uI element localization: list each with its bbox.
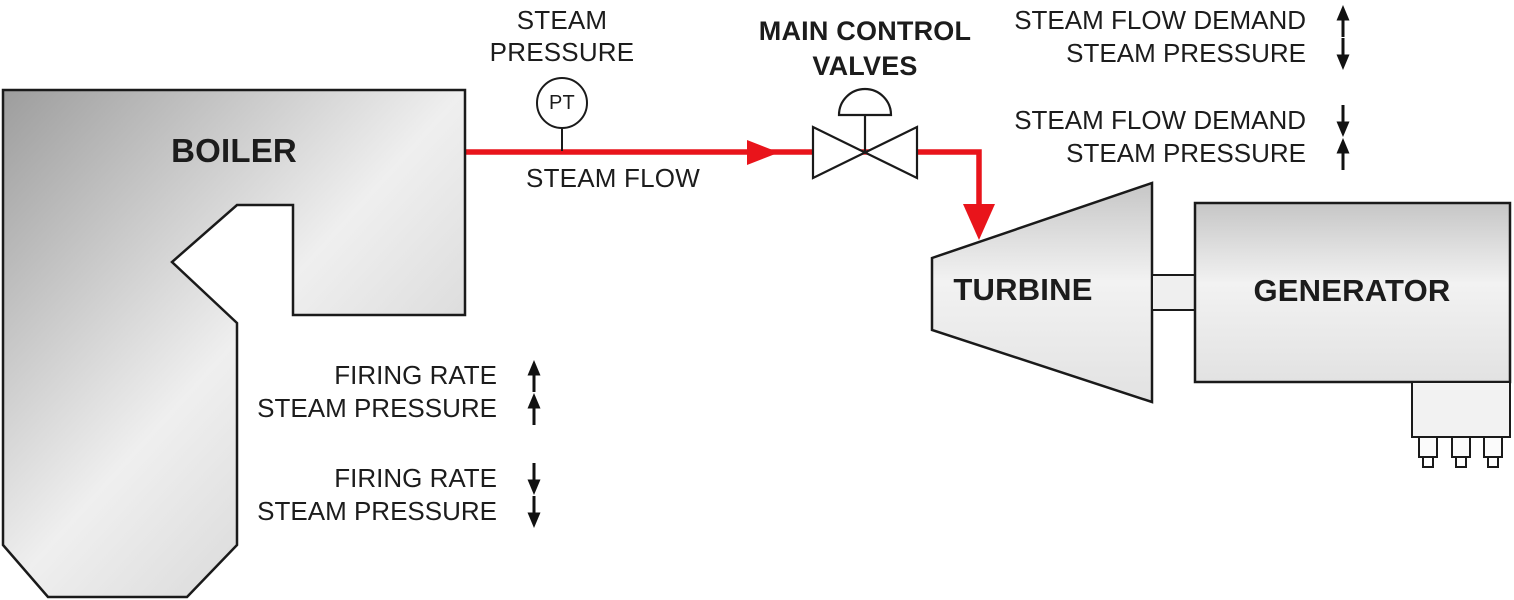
boiler-response-increase-group: FIRING RATE STEAM PRESSURE	[220, 359, 556, 425]
generator-label: GENERATOR	[1253, 273, 1451, 308]
main-control-valves-label: MAIN CONTROL VALVES	[758, 16, 972, 81]
annotation-row: STEAM PRESSURE	[950, 37, 1365, 70]
direction-arrow	[1321, 104, 1365, 138]
terminal-stud	[1483, 436, 1503, 458]
shaft-coupling-shape	[1151, 274, 1196, 311]
annotation-text: STEAM FLOW DEMAND	[1014, 105, 1306, 135]
annotation-text: STEAM PRESSURE	[1066, 138, 1306, 168]
up-arrow-icon	[527, 392, 541, 425]
down-arrow-icon	[1336, 104, 1350, 137]
pressure-transmitter-symbol	[536, 77, 588, 151]
terminal-stud	[1451, 436, 1471, 458]
steam-flow-arrowhead-end	[963, 204, 995, 240]
direction-arrow	[1321, 137, 1365, 171]
valve-body-left	[811, 125, 868, 180]
boiler-label: BOILER	[171, 132, 297, 169]
steam-flow-label: STEAM FLOW	[526, 163, 700, 193]
turbine-response-decrease-group: STEAM FLOW DEMAND STEAM PRESSURE	[950, 104, 1365, 170]
up-arrow-icon	[1336, 137, 1350, 170]
generator-terminal-box	[1411, 381, 1511, 438]
annotation-row: FIRING RATE	[220, 359, 556, 392]
annotation-row: STEAM FLOW DEMAND	[950, 104, 1365, 137]
up-arrow-icon	[527, 359, 541, 392]
terminal-pin	[1455, 456, 1467, 468]
terminal-stud	[1418, 436, 1438, 458]
annotation-text: STEAM PRESSURE	[257, 496, 497, 526]
pt-label: PT	[549, 92, 575, 114]
boiler-response-decrease-group: FIRING RATE STEAM PRESSURE	[220, 462, 556, 528]
annotation-text: STEAM FLOW DEMAND	[1014, 5, 1306, 35]
valve-actuator-dome-icon	[837, 87, 893, 117]
annotation-row: FIRING RATE	[220, 462, 556, 495]
up-arrow-icon	[1336, 4, 1350, 37]
direction-arrow	[512, 495, 556, 529]
down-arrow-icon	[527, 462, 541, 495]
annotation-text: FIRING RATE	[334, 360, 497, 390]
turbine-shape	[930, 181, 1154, 404]
annotation-row: STEAM PRESSURE	[950, 137, 1365, 170]
direction-arrow	[1321, 37, 1365, 71]
turbine-response-increase-group: STEAM FLOW DEMAND STEAM PRESSURE	[950, 4, 1365, 70]
direction-arrow	[512, 462, 556, 496]
annotation-row: STEAM PRESSURE	[220, 495, 556, 528]
direction-arrow	[512, 359, 556, 393]
valve-body-right	[862, 125, 919, 180]
boiler-shape	[1, 88, 467, 599]
terminal-pin	[1487, 456, 1499, 468]
down-arrow-icon	[1336, 37, 1350, 70]
annotation-text: STEAM PRESSURE	[1066, 38, 1306, 68]
pt-circle-icon	[536, 77, 588, 129]
generator-shape	[1193, 201, 1512, 384]
annotation-text: FIRING RATE	[334, 463, 497, 493]
steam-flow-arrowhead-mid	[747, 140, 779, 165]
direction-arrow	[512, 392, 556, 426]
steam-pressure-sensor-label: STEAM PRESSURE	[489, 5, 635, 67]
terminal-pin	[1422, 456, 1434, 468]
annotation-row: STEAM PRESSURE	[220, 392, 556, 425]
direction-arrow	[1321, 4, 1365, 38]
annotation-row: STEAM FLOW DEMAND	[950, 4, 1365, 37]
down-arrow-icon	[527, 495, 541, 528]
steam-flow-line	[466, 149, 982, 206]
annotation-text: STEAM PRESSURE	[257, 393, 497, 423]
control-valve-symbol	[811, 87, 919, 180]
turbine-label: TURBINE	[953, 272, 1093, 307]
